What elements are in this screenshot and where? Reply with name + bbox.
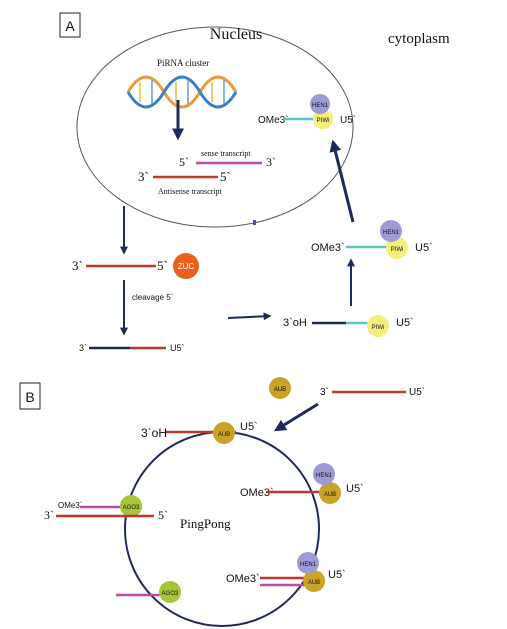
ago3-protein-left <box>120 495 142 517</box>
panel-a: A Nucleus cytoplasm PiRNA cluster sense … <box>59 12 450 353</box>
aub-protein-top <box>213 422 235 444</box>
duplex-3-end: 3` <box>44 508 54 522</box>
duplex-5-end: 5` <box>158 508 168 522</box>
ago3-protein-bottom <box>159 581 181 603</box>
hen1-label-bottom: HEN1 <box>300 562 317 568</box>
zuc-3-end: 3` <box>72 258 83 273</box>
panel-b-label: B <box>25 389 34 405</box>
aub-label-top: AUB <box>218 432 230 438</box>
hen1-label-1: HEN1 <box>383 230 400 236</box>
ago3-label-bottom: AGO3 <box>162 591 179 597</box>
piwi-u5-end-2: U5` <box>415 242 433 254</box>
piwi-protein-2 <box>386 237 408 259</box>
antisense-transcript-label: Antisense transcript <box>158 187 223 196</box>
ome3-right: OMe3` <box>240 487 274 499</box>
aub-label-free: AUB <box>274 387 286 393</box>
pirna-cluster-label: PiRNA cluster <box>157 58 209 68</box>
nucleus-membrane <box>76 26 354 228</box>
nucleus-title: Nucleus <box>210 26 262 43</box>
piwi-label-3: PIWi <box>317 118 330 124</box>
piwi-protein-3 <box>313 109 333 129</box>
panel-b: B AUB 3` U5` PingPong 3`oH AUB U5` OMe3`… <box>19 377 425 627</box>
aub-right-u5-end: U5` <box>346 483 364 495</box>
ome3-end-1: OMe3` <box>311 242 345 254</box>
aub-protein-bottom <box>303 570 325 592</box>
aub-3oh-end: 3`oH <box>141 426 167 440</box>
dna-helix-icon <box>126 75 238 109</box>
hen1-label-right: HEN1 <box>316 473 333 479</box>
aub-bottom-u5-end: U5` <box>328 569 346 581</box>
sense-5-end: 5` <box>179 155 189 169</box>
piwi-u5-end-3: U5` <box>340 114 356 126</box>
aub-label-bottom: AUB <box>308 580 320 586</box>
antisense-3-end: 3` <box>138 169 149 184</box>
cleaved-3-end: 3` <box>79 343 87 353</box>
ome3-left: OMe3` <box>58 501 83 510</box>
ome3-end-2: OMe3` <box>258 114 289 126</box>
aub-top-u5-end: U5` <box>240 421 258 433</box>
arrow-into-pingpong <box>273 402 319 432</box>
sense-3-end: 3` <box>266 155 276 169</box>
aub-label-right: AUB <box>324 492 336 498</box>
cleaved-u5-end: U5` <box>170 343 185 353</box>
nuclear-pore <box>253 220 256 225</box>
zuc-enzyme <box>173 253 199 279</box>
panel-a-label-box <box>59 12 81 38</box>
piwi-u5-end-1: U5` <box>396 317 414 329</box>
hen1-label-2: HEN1 <box>312 103 329 109</box>
aub-protein-free <box>269 377 291 399</box>
arrow-to-mature-complex <box>329 139 355 223</box>
cleavage-label: cleavage 5` <box>132 293 174 302</box>
incoming-3-end: 3` <box>320 386 329 398</box>
pingpong-label: PingPong <box>180 516 231 531</box>
cytoplasm-title: cytoplasm <box>388 31 450 47</box>
aub-protein-right <box>319 482 341 504</box>
ome3-bottom: OMe3` <box>226 573 260 585</box>
hen1-protein-1 <box>380 220 402 242</box>
piwi-protein-1 <box>367 315 389 337</box>
hen1-protein-2 <box>310 94 330 114</box>
zuc-5-end: 5` <box>157 258 168 273</box>
hen1-protein-bottom <box>297 552 319 574</box>
piwi-3oh-end: 3`oH <box>283 317 307 329</box>
sense-transcript-label: sense transcript <box>201 149 251 158</box>
ago3-label-left: AGO3 <box>123 505 140 511</box>
zuc-label: ZUC <box>178 262 195 271</box>
panel-a-label: A <box>65 18 75 34</box>
piwi-label-2: PIWi <box>391 247 404 253</box>
incoming-u5-end: U5` <box>409 386 425 398</box>
arrow-to-piwi-loading <box>227 312 272 321</box>
panel-b-label-box <box>19 382 41 410</box>
antisense-5-end: 5` <box>220 169 231 184</box>
piwi-label-1: PIWi <box>372 325 385 331</box>
hen1-protein-right <box>313 463 335 485</box>
